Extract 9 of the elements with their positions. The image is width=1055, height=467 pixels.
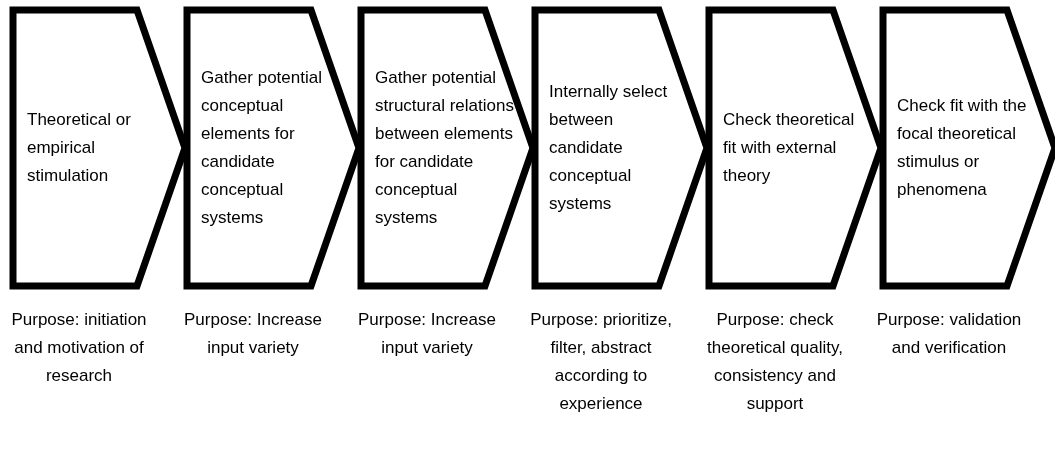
purpose-text: Purpose: initiation and motivation of research <box>10 309 148 387</box>
purpose-text: Purpose: check theoretical quality, consistency and support <box>706 309 844 415</box>
step-text: Check fit with the focal theoretical stimulus or phenomena <box>897 95 1028 201</box>
purpose-text: Purpose: validation and verification <box>875 309 1023 359</box>
step-text: Gather potential structural relations between elements for candidate conceptual systems <box>375 67 515 229</box>
purpose-text: Purpose: Increase input variety <box>183 309 323 359</box>
purpose-text: Purpose: prioritize, filter, abstract according to experience <box>529 309 673 415</box>
purpose-text: Purpose: Increase input variety <box>357 309 497 359</box>
step-text: Gather potential conceptual elements for candidate conceptual systems <box>201 67 323 229</box>
